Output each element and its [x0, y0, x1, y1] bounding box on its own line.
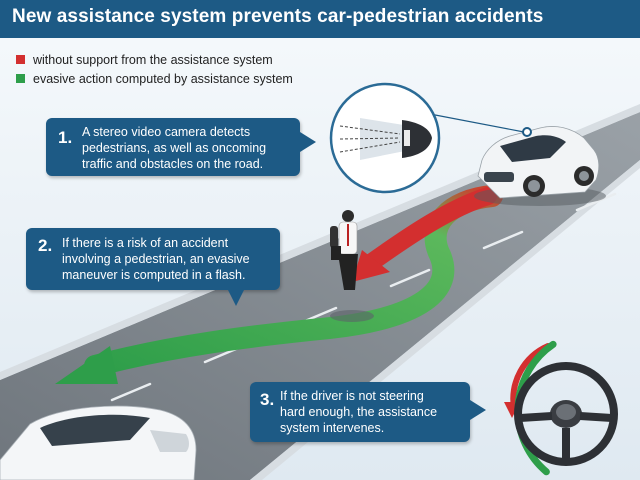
- page-title: New assistance system prevents car-pedes…: [12, 6, 544, 27]
- legend-label: evasive action computed by assistance sy…: [33, 71, 293, 86]
- callout-tail: [228, 290, 244, 306]
- car-front-icon: [474, 126, 606, 206]
- step-2-callout: 2. If there is a risk of an accident inv…: [26, 228, 280, 306]
- step-text-line: maneuver is computed in a flash.: [62, 268, 246, 282]
- green-swatch-icon: [16, 74, 25, 83]
- callout-tail: [300, 132, 316, 152]
- legend-item-red: without support from the assistance syst…: [16, 50, 293, 69]
- car-rear-icon: [0, 405, 197, 480]
- step-text-line: hard enough, the assistance: [280, 405, 438, 419]
- green-arrow-head: [55, 346, 118, 384]
- camera-leader-line: [429, 113, 525, 133]
- step-number: 2.: [38, 236, 53, 255]
- steering-wheel-icon: [504, 340, 618, 476]
- step-number: 1.: [58, 128, 73, 147]
- step-3-callout: 3. If the driver is not steering hard en…: [250, 382, 486, 442]
- callout-tail: [470, 400, 486, 420]
- legend-label: without support from the assistance syst…: [33, 52, 273, 67]
- title-bar: New assistance system prevents car-pedes…: [0, 0, 640, 38]
- legend: without support from the assistance syst…: [16, 50, 293, 88]
- red-collision-arrow: [363, 187, 497, 271]
- step-text-line: pedestrians, as well as oncoming: [82, 141, 267, 155]
- step-text-line: A stereo video camera detects: [82, 125, 251, 139]
- step-1-callout: 1. A stereo video camera detects pedestr…: [46, 118, 316, 176]
- red-swatch-icon: [16, 55, 25, 64]
- legend-item-green: evasive action computed by assistance sy…: [16, 69, 293, 88]
- step-number: 3.: [260, 390, 275, 409]
- pedestrian-figure: [330, 210, 374, 322]
- red-arrow-head: [352, 250, 390, 282]
- step-text-line: traffic and obstacles on the road.: [82, 157, 264, 171]
- step-text-line: involving a pedestrian, an evasive: [62, 252, 250, 266]
- camera-detail-icon: [329, 82, 441, 194]
- step-text-line: If there is a risk of an accident: [62, 236, 229, 250]
- step-text-line: system intervenes.: [280, 421, 385, 435]
- step-text-line: If the driver is not steering: [280, 389, 424, 403]
